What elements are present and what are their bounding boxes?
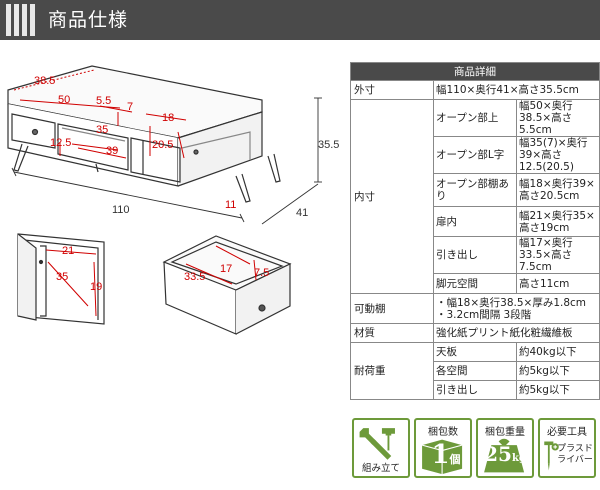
header-stripe: [30, 4, 35, 36]
spec-caption: 商品詳細: [350, 62, 600, 81]
package-weight-title: 梱包重量: [485, 427, 525, 438]
header-stripe: [6, 4, 11, 36]
spec-value-kadou-line1: ・幅18×奥行38.5×厚み1.8cm: [436, 296, 587, 309]
tv-board-drawing: [7, 65, 281, 203]
spec-sublabel: オープン部棚あり: [433, 173, 517, 207]
header-stripe: [22, 4, 27, 36]
spec-subvalue: 約5kg以下: [516, 380, 600, 400]
spec-value-kadou-line2: ・3.2cm間隔 3段階: [436, 308, 532, 321]
spec-sublabel: 脚元空間: [433, 273, 517, 294]
dim-110: 110: [112, 204, 130, 216]
header-bar: 商品仕様: [0, 0, 600, 40]
package-count-value: 1個: [426, 440, 466, 470]
required-tools-title: 必要工具: [547, 427, 587, 438]
dim-35-door: 35: [56, 271, 68, 283]
header-stripe: [14, 4, 19, 36]
spec-table: 商品詳細 外寸 幅110×奥行41×高さ35.5cm 内寸 オープン部上 幅50…: [350, 62, 600, 400]
package-weight-value: 25kg: [478, 442, 532, 466]
weight-icon: [484, 438, 525, 473]
dim-18: 18: [162, 112, 174, 124]
overall-dimension-lines: [11, 97, 322, 225]
package-weight-number: 25: [484, 442, 512, 466]
spec-label-naisun: 内寸: [350, 99, 434, 294]
dim-7: 7: [127, 101, 133, 113]
spec-subvalue: 幅21×奥行35×高さ19cm: [516, 206, 600, 237]
dim-33-5: 33.5: [184, 271, 205, 283]
box-icon: [421, 439, 463, 475]
dim-7-5: 7.5: [254, 267, 269, 279]
drawer-dimension-lines: [185, 245, 257, 285]
spec-label-kadou: 可動棚: [350, 293, 434, 324]
required-tools-badge: 必要工具 プラスドライバー: [538, 418, 596, 478]
spec-subvalue: 幅50×奥行38.5×高さ5.5cm: [516, 99, 600, 137]
dim-12-5: 12.5: [50, 137, 71, 149]
spec-value-gaisun: 幅110×奥行41×高さ35.5cm: [433, 80, 600, 100]
package-count-number: 1: [431, 440, 450, 470]
spec-sublabel: オープン部上: [433, 99, 517, 137]
assembly-caption: 組み立て: [361, 463, 400, 474]
screwdriver-icon: [544, 441, 559, 471]
dim-5-5: 5.5: [96, 95, 111, 107]
package-weight-unit: kg: [511, 453, 526, 464]
drawer-drawing: [162, 235, 292, 335]
dim-35: 35: [96, 124, 108, 136]
spec-value-zaishitsu: 強化紙プリント紙化粧繊維板: [433, 323, 600, 343]
spec-sublabel: 各空間: [433, 361, 517, 381]
dim-38-5: 38.5: [34, 75, 55, 87]
spec-sublabel: 天板: [433, 342, 517, 362]
dim-21: 21: [62, 245, 74, 257]
spec-sublabel: オープン部L字: [433, 136, 517, 174]
package-weight-badge: 梱包重量 25kg: [476, 418, 534, 478]
spec-subvalue: 幅35(7)×奥行39×高さ12.5(20.5): [516, 136, 600, 174]
spec-subvalue: 高さ11cm: [516, 273, 600, 294]
package-count-title: 梱包数: [428, 427, 458, 438]
main-dimension-lines: [13, 69, 187, 159]
product-drawings: 38.5 50 5.5 7 35 12.5 39 18 20.5 11 35.5…: [7, 65, 339, 335]
spec-sublabel: 引き出し: [433, 236, 517, 274]
package-count-badge: 梱包数 1個: [414, 418, 472, 478]
spec-subvalue: 幅17×奥行33.5×高さ7.5cm: [516, 236, 600, 274]
spec-subvalue: 幅18×奥行39×高さ20.5cm: [516, 173, 600, 207]
spec-sublabel: 引き出し: [433, 380, 517, 400]
spec-subvalue: 約40kg以下: [516, 342, 600, 362]
package-count-unit: 個: [449, 453, 461, 466]
dim-39: 39: [106, 145, 118, 157]
info-badges: 組み立て 梱包数 1個 梱包重量 25kg 必要工具 プラスドライバー: [352, 418, 598, 478]
dim-35-5: 35.5: [318, 139, 339, 151]
dim-17: 17: [220, 263, 232, 275]
spec-value-kadou: ・幅18×奥行38.5×厚み1.8cm ・3.2cm間隔 3段階: [433, 293, 600, 324]
dim-41: 41: [296, 207, 308, 219]
wrench-hammer-icon: [359, 428, 395, 460]
door-interior-drawing: [17, 233, 105, 325]
spec-label-taika: 耐荷重: [350, 342, 434, 400]
assembly-badge: 組み立て: [352, 418, 410, 478]
dim-50: 50: [58, 94, 70, 106]
spec-label-gaisun: 外寸: [350, 80, 434, 100]
dim-20-5: 20.5: [152, 139, 173, 151]
door-dimension-lines: [45, 249, 97, 317]
dim-19: 19: [90, 281, 102, 293]
dim-11: 11: [225, 199, 236, 211]
spec-label-zaishitsu: 材質: [350, 323, 434, 343]
page-title: 商品仕様: [48, 9, 129, 31]
required-tool-name: プラスドライバー: [557, 444, 593, 465]
spec-sublabel: 扉内: [433, 206, 517, 237]
spec-subvalue: 約5kg以下: [516, 361, 600, 381]
